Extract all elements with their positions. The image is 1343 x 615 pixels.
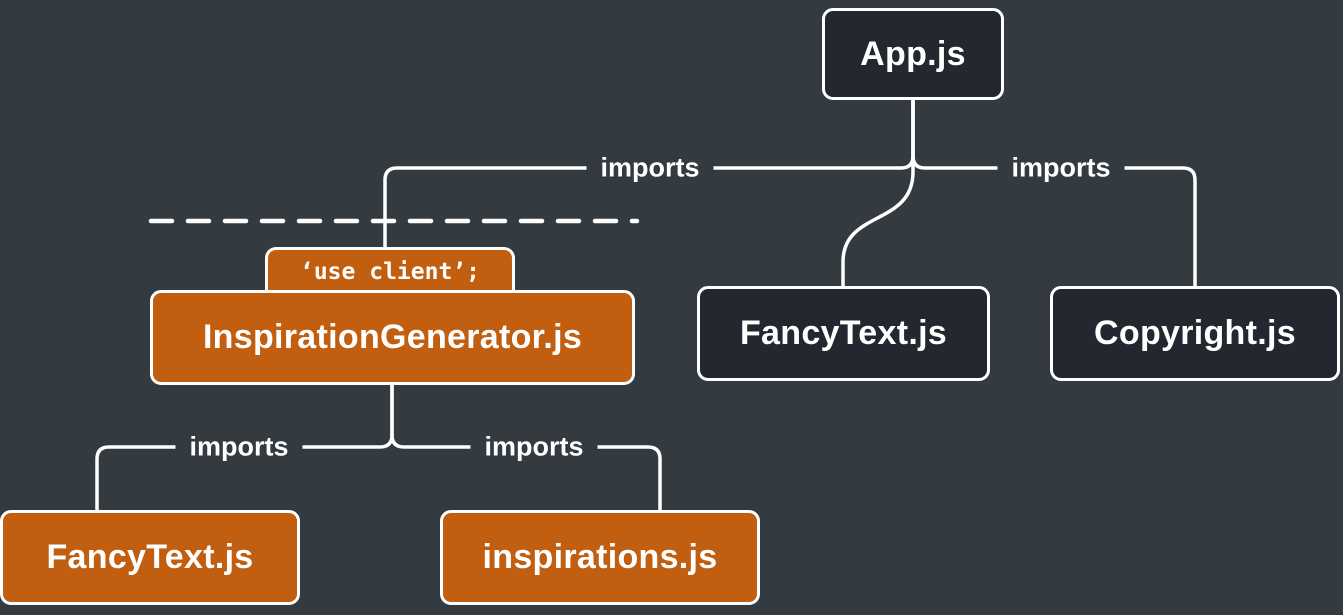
node-fancytext-js-client: FancyText.js — [0, 510, 300, 605]
node-inspirations-js-label: inspirations.js — [482, 538, 718, 576]
node-copyright-js-label: Copyright.js — [1094, 314, 1296, 352]
edge-label-imports-inspirationgenerator-fancytext: imports — [175, 429, 303, 465]
node-copyright-js: Copyright.js — [1050, 286, 1340, 381]
node-fancytext-js-server: FancyText.js — [697, 286, 990, 381]
node-fancytext-js-server-label: FancyText.js — [739, 314, 948, 352]
node-fancytext-js-client-label: FancyText.js — [46, 538, 254, 576]
node-app-js-label: App.js — [860, 34, 966, 73]
edge-label-imports-app-inspirationgenerator: imports — [586, 150, 714, 186]
node-inspirationgenerator-js-label: InspirationGenerator.js — [202, 318, 583, 356]
edge-app-to-fancytext — [841, 98, 915, 290]
edge-label-imports-inspirationgenerator-inspirations: imports — [470, 429, 598, 465]
edge-label-imports-app-copyright: imports — [997, 150, 1125, 186]
use-client-directive-label: ‘use client’; — [299, 259, 480, 285]
node-inspirations-js: inspirations.js — [440, 510, 760, 605]
edge-app-to-copyright — [911, 98, 1197, 290]
node-app-js: App.js — [822, 8, 1004, 100]
node-inspirationgenerator-js: InspirationGenerator.js — [150, 290, 635, 385]
